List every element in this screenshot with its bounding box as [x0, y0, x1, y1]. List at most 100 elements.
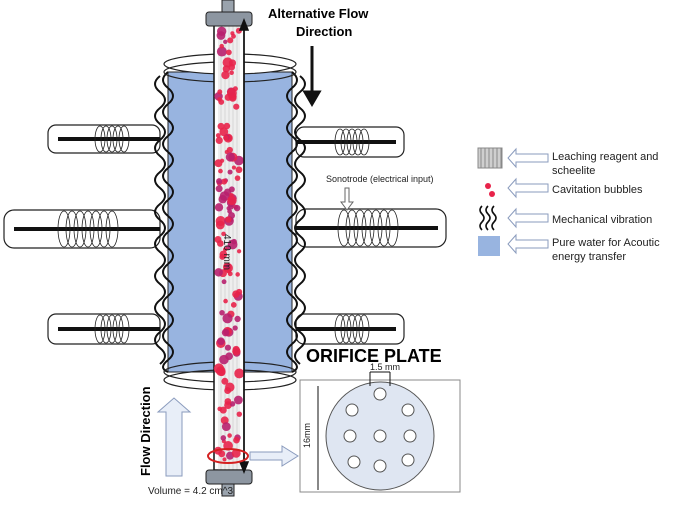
bubble [218, 168, 223, 174]
legend-item-cavitation: Cavitation bubbles [552, 184, 643, 196]
bubble [214, 268, 223, 277]
bubble [224, 150, 229, 155]
bubble [222, 65, 231, 73]
right-transducers [295, 126, 447, 345]
bubble [234, 368, 245, 379]
bubble [225, 216, 232, 223]
legend-item-vibration: Mechanical vibration [552, 214, 653, 226]
bubble [217, 97, 222, 102]
orifice-plate-detail [299, 371, 461, 493]
cavitation-bubbles [213, 26, 245, 462]
bubble [217, 406, 222, 412]
bubble [216, 178, 223, 185]
orifice-arrow [249, 445, 299, 467]
bubble [231, 165, 237, 170]
bubble [222, 313, 233, 324]
alt-flow-label-line2: Direction [296, 24, 353, 39]
wavy-lines [479, 205, 497, 231]
bubble [222, 57, 233, 68]
bubble [222, 457, 227, 462]
bubble [216, 46, 227, 57]
hole-size-label: 1.5 mm [370, 362, 401, 372]
bubble [219, 43, 224, 49]
bubble [235, 166, 243, 174]
coils [57, 125, 399, 344]
bubble [222, 247, 228, 252]
alt-flow-arrow [302, 46, 322, 107]
bubble [231, 448, 241, 458]
legend-item-leaching: Leaching reagent and scheelite [552, 151, 659, 177]
bubble [236, 411, 243, 417]
bubble [221, 377, 229, 385]
bubble [221, 279, 227, 285]
bubble [230, 301, 237, 308]
bubble [223, 134, 229, 141]
bubble [228, 186, 235, 193]
bubble [221, 328, 230, 337]
plate-size-label: 16mm [302, 422, 312, 448]
bubble [234, 175, 241, 181]
bubble [229, 401, 236, 407]
bubble [233, 204, 241, 212]
legend-icons [477, 147, 549, 256]
alt-flow-label-line1: Alternative Flow [268, 6, 369, 21]
bubble [219, 127, 229, 137]
bubble [225, 352, 233, 361]
bubble [215, 133, 221, 138]
bubble [221, 422, 231, 432]
bubble [234, 315, 241, 323]
bubble [223, 39, 228, 45]
bubble [224, 398, 232, 405]
sonotrode-pointer [340, 187, 354, 211]
bubble [236, 249, 242, 254]
bubble [224, 344, 232, 351]
orifice-highlight [207, 448, 249, 464]
bubble [231, 238, 237, 245]
bubble [215, 136, 223, 145]
flow-direction-label: Flow Direction [138, 386, 153, 476]
bubble [223, 298, 228, 304]
hatched-gray-swatch [477, 147, 503, 169]
bubble [232, 347, 241, 356]
bubble [233, 103, 240, 110]
bubble [225, 382, 235, 392]
orifice-plate-title: ORIFICE PLATE [306, 346, 442, 366]
flow-direction-arrow [156, 397, 192, 477]
bubble [232, 290, 240, 298]
blue-square [478, 236, 500, 256]
bubble [227, 271, 233, 277]
bubble [227, 433, 232, 438]
bubble [221, 70, 230, 80]
volume-label: Volume = 4.2 cm^3 [148, 486, 234, 497]
bubble [215, 185, 223, 193]
bubble [223, 122, 231, 130]
bubble [217, 240, 224, 247]
bubble [232, 325, 238, 331]
bubble [214, 203, 224, 212]
bubble [227, 37, 234, 44]
bubble [219, 250, 228, 259]
bubble [233, 436, 240, 444]
bubble [216, 31, 226, 40]
bubble [231, 33, 236, 39]
left-transducers [3, 124, 161, 345]
bubble [219, 310, 225, 316]
bubble [217, 89, 223, 95]
bubble [215, 220, 225, 230]
legend-item-water: Pure water for Acoutic energy transfer [552, 237, 660, 263]
bubble [219, 191, 230, 201]
bubble [213, 363, 225, 374]
bubble [227, 195, 237, 206]
bubble [221, 231, 226, 237]
bubble [235, 272, 240, 277]
bubble [229, 70, 234, 76]
bubble [225, 49, 232, 56]
bubble [221, 178, 228, 185]
bubble [227, 88, 237, 98]
tube-fittings [205, 0, 253, 497]
bubble [214, 159, 223, 168]
bubble [220, 435, 227, 441]
sonotrode-label: Sonotrode (electrical input) [326, 174, 434, 184]
